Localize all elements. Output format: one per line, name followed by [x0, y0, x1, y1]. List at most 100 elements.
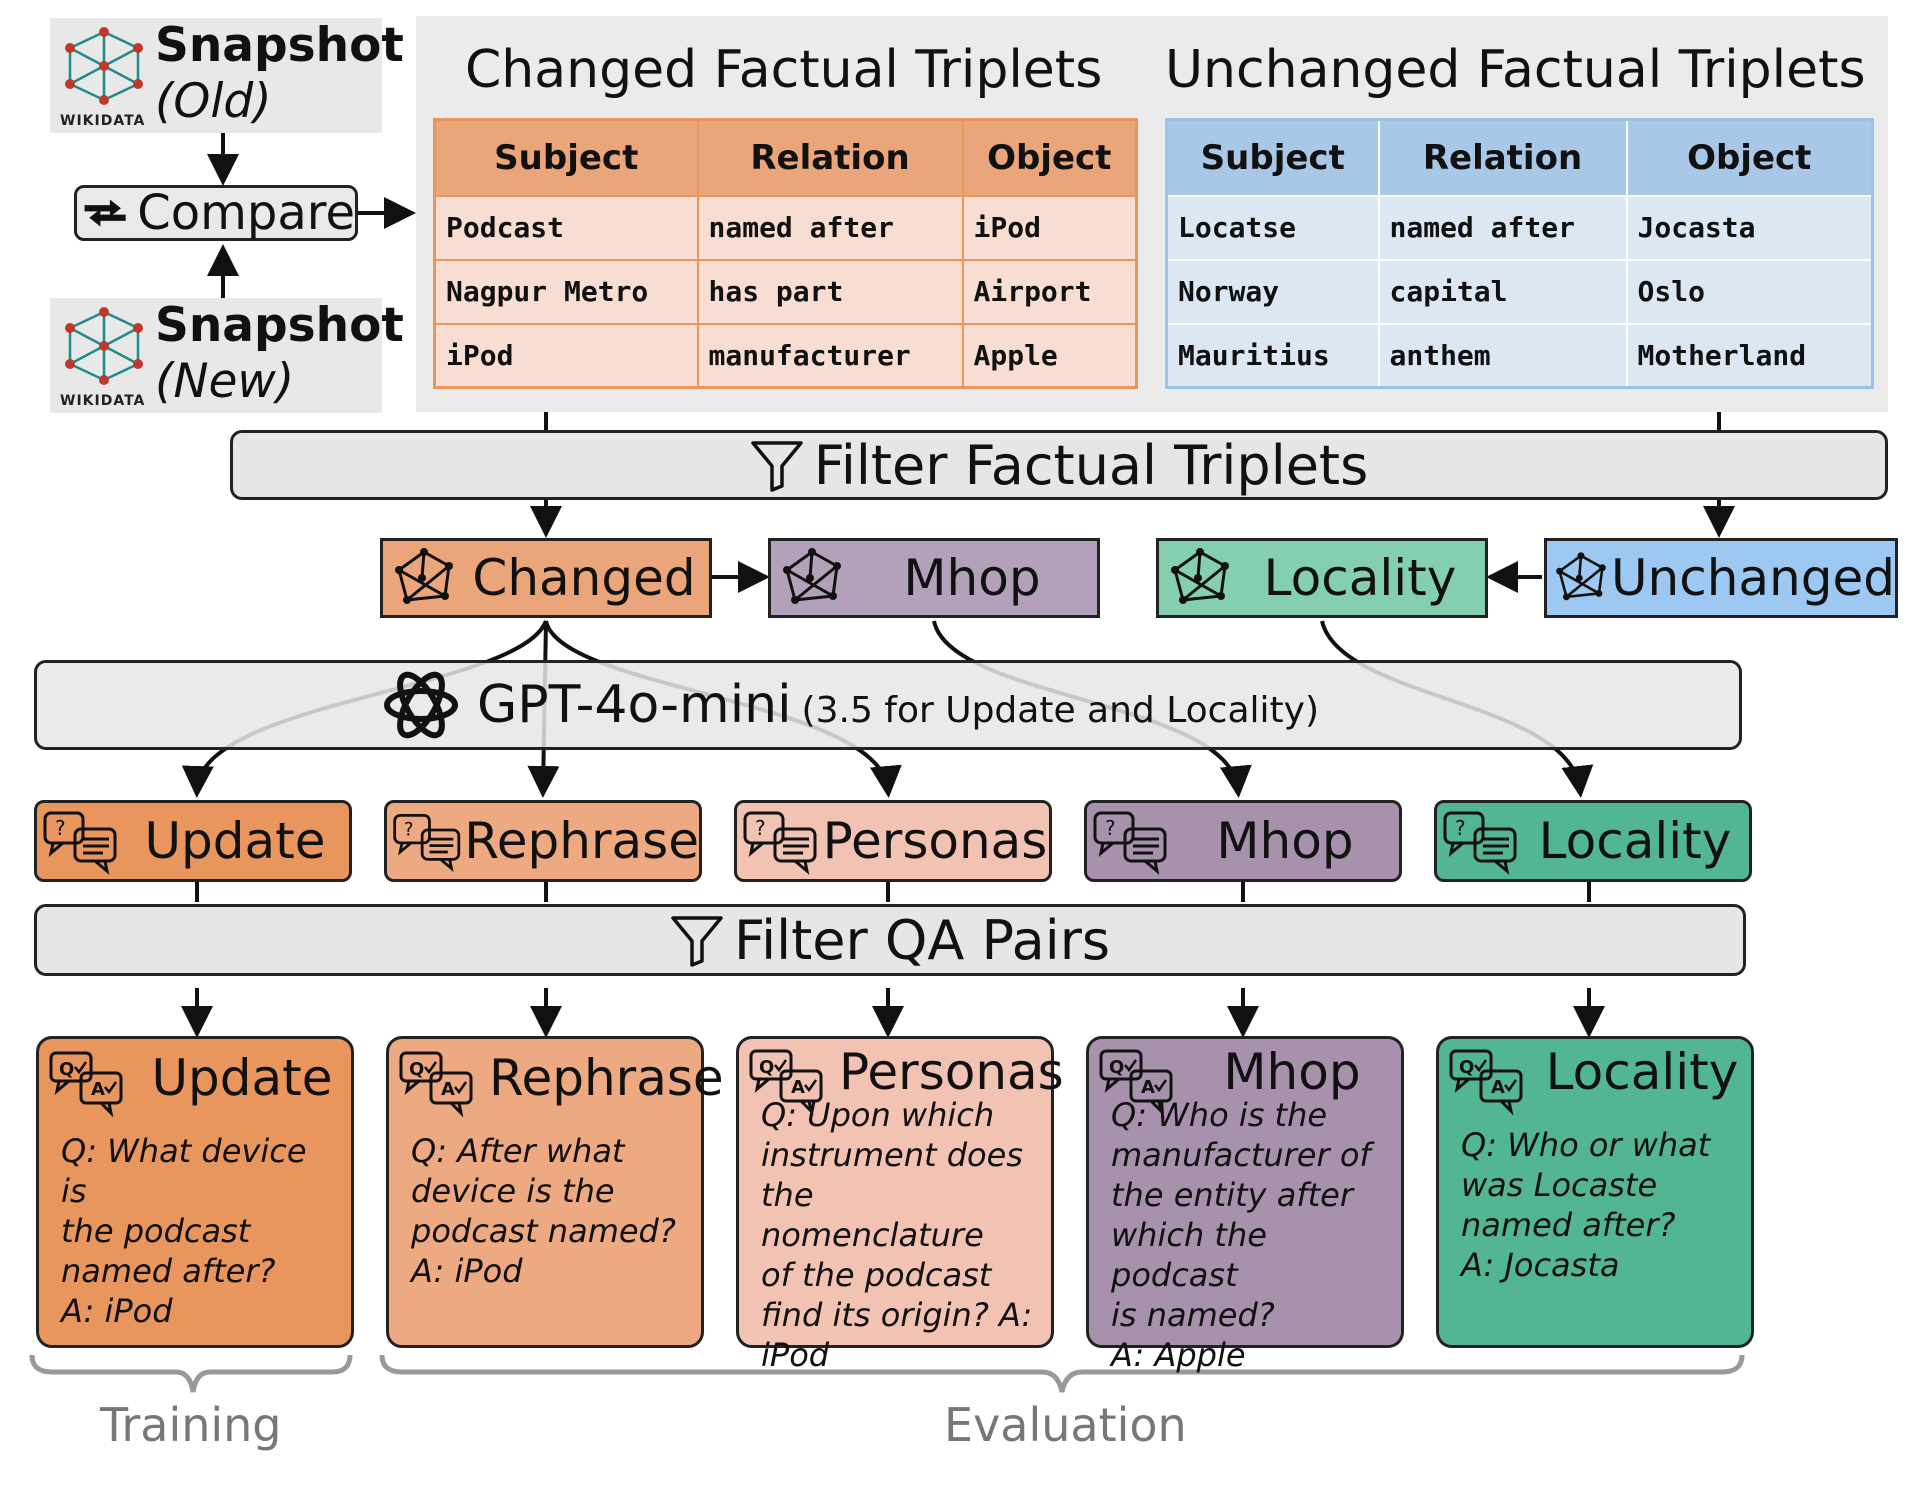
qa-line: podcast named? — [411, 1212, 676, 1250]
svg-text:Q: Q — [409, 1059, 424, 1080]
qa-line: was Locaste — [1461, 1166, 1658, 1204]
cell-relation: named after — [1377, 194, 1628, 261]
filter-qa-label: Filter QA Pairs — [733, 908, 1111, 972]
changed-triplets-table: Subject Relation Object Podcast named af… — [433, 118, 1138, 389]
filter-icon — [671, 916, 723, 967]
svg-text:A: A — [1491, 1077, 1505, 1098]
qa-chat-icon: ? — [43, 811, 117, 875]
table-header-row: Subject Relation Object — [1165, 118, 1874, 197]
gen-mhop: ? Mhop — [1084, 800, 1402, 882]
svg-text:?: ? — [1455, 816, 1466, 840]
qa-line: of the podcast — [761, 1256, 992, 1294]
qa-line: is named? — [1111, 1296, 1275, 1334]
qa-line: device is the — [411, 1172, 615, 1210]
evaluation-label: Evaluation — [944, 1398, 1187, 1452]
cell-object: iPod — [961, 194, 1138, 261]
gen-personas: ? Personas — [734, 800, 1052, 882]
card-title: Personas — [839, 1043, 1064, 1101]
qa-line: A: Apple — [1111, 1336, 1246, 1374]
card-qa-text: Q: Who or what was Locaste named after? … — [1461, 1125, 1741, 1285]
cell-subject: Nagpur Metro — [433, 258, 699, 325]
header-object: Object — [1625, 118, 1874, 197]
qa-card-update: Q A Update Q: What device is the podcast… — [36, 1036, 354, 1348]
wikidata-logo-text: WIKIDATA — [60, 113, 146, 129]
cell-relation: manufacturer — [696, 322, 964, 389]
cell-object: Motherland — [1625, 322, 1874, 389]
category-label: Changed — [472, 549, 696, 607]
qa-line: instrument does — [761, 1136, 1023, 1174]
filter-triplets-label: Filter Factual Triplets — [813, 433, 1369, 497]
gen-label: Personas — [822, 812, 1048, 870]
network-icon — [1556, 552, 1606, 601]
card-title: Update — [151, 1049, 333, 1107]
card-title: Locality — [1545, 1043, 1739, 1101]
svg-text:A: A — [91, 1079, 105, 1100]
qa-line: manufacturer of — [1111, 1136, 1371, 1174]
qa-line: find its origin? A: — [761, 1296, 1033, 1334]
card-title: Mhop — [1223, 1043, 1361, 1101]
qa-chat-icon: ? — [393, 813, 461, 873]
qa-chat-icon: ? — [1093, 811, 1167, 875]
cell-relation: has part — [696, 258, 964, 325]
table-row: Mauritius anthem Motherland — [1165, 322, 1874, 389]
gen-rephrase: ? Rephrase — [384, 800, 702, 882]
qa-line: named after? — [61, 1252, 276, 1290]
table-row: iPod manufacturer Apple — [433, 322, 1138, 389]
svg-text:Q: Q — [59, 1059, 74, 1080]
table-row: Nagpur Metro has part Airport — [433, 258, 1138, 325]
header-subject: Subject — [1165, 118, 1380, 197]
table-row: Podcast named after iPod — [433, 194, 1138, 261]
svg-text:A: A — [1141, 1077, 1155, 1098]
card-qa-text: Q: After what device is the podcast name… — [411, 1131, 691, 1291]
qa-card-mhop: Q A Mhop Q: Who is the manufacturer of t… — [1086, 1036, 1404, 1374]
filter-triplets-bar: Filter Factual Triplets — [230, 430, 1888, 500]
qa-card-personas: Q A Personas Q: Upon which instrument do… — [736, 1036, 1064, 1374]
svg-text:?: ? — [1105, 816, 1116, 840]
table-row: Norway capital Oslo — [1165, 258, 1874, 325]
network-icon — [65, 307, 143, 385]
table-row: Locatse named after Jocasta — [1165, 194, 1874, 261]
header-relation: Relation — [696, 118, 964, 197]
svg-text:?: ? — [55, 816, 66, 840]
card-title: Rephrase — [489, 1049, 724, 1107]
snapshot-subtitle: (New) — [155, 354, 295, 409]
snapshot-old: WIKIDATA Snapshot (Old) — [50, 18, 404, 133]
qa-check-icon: Q A — [399, 1051, 473, 1117]
qa-check-icon: Q A — [49, 1051, 123, 1117]
gen-locality: ? Locality — [1434, 800, 1752, 882]
qa-line: the podcast — [61, 1212, 251, 1250]
qa-line: A: iPod — [411, 1252, 523, 1290]
cell-subject: Podcast — [433, 194, 699, 261]
category-unchanged: Unchanged — [1544, 538, 1898, 618]
cell-subject: Locatse — [1165, 194, 1380, 261]
snapshot-title: Snapshot — [155, 18, 404, 73]
qa-card-locality: Q A Locality Q: Who or what was Locaste … — [1436, 1036, 1754, 1348]
svg-text:?: ? — [755, 816, 766, 840]
compare-box: Compare — [74, 185, 358, 241]
svg-text:?: ? — [404, 820, 414, 841]
gen-label: Update — [144, 812, 326, 870]
svg-text:A: A — [441, 1079, 455, 1100]
category-changed: Changed — [380, 538, 712, 618]
cell-object: Airport — [961, 258, 1138, 325]
svg-text:Q: Q — [759, 1057, 774, 1078]
qa-line: Q: Who is the — [1111, 1096, 1328, 1134]
header-relation: Relation — [1377, 118, 1628, 197]
unchanged-triplets-table: Subject Relation Object Locatse named af… — [1165, 118, 1874, 389]
snapshot-new: WIKIDATA Snapshot (New) — [50, 298, 404, 413]
qa-line: Q: Who or what — [1461, 1126, 1711, 1164]
cell-subject: iPod — [433, 322, 699, 389]
network-icon — [1171, 548, 1229, 604]
qa-chat-icon: ? — [1443, 811, 1517, 875]
category-locality: Locality — [1156, 538, 1488, 618]
gen-update: ? Update — [34, 800, 352, 882]
cell-object: Jocasta — [1625, 194, 1874, 261]
compare-arrows-icon — [84, 199, 126, 227]
gpt-bar: GPT-4o-mini (3.5 for Update and Locality… — [34, 660, 1742, 750]
card-qa-text: Q: Upon which instrument does the nomenc… — [761, 1095, 1041, 1375]
cell-relation: anthem — [1377, 322, 1628, 389]
network-icon — [395, 548, 453, 604]
qa-line: iPod — [761, 1336, 830, 1374]
qa-line: the nomenclature — [761, 1176, 984, 1254]
